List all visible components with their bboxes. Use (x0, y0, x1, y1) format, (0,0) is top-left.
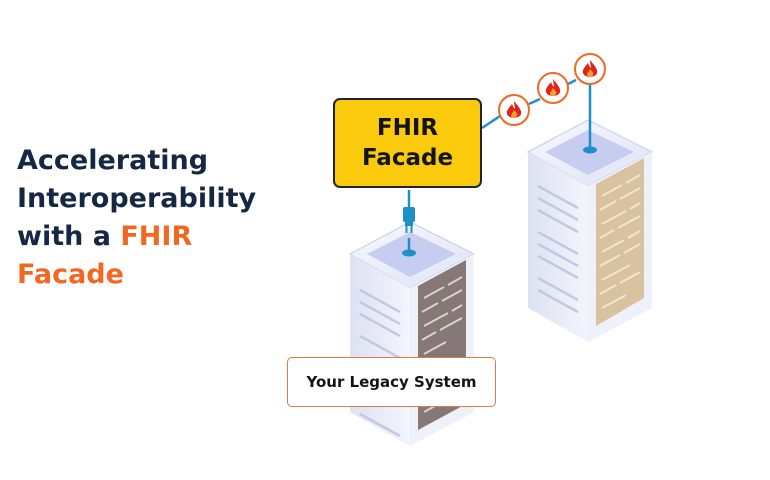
fhir-server-vents (537, 184, 579, 314)
fhir-facade-label-line-2: Facade (361, 145, 454, 171)
fhir-server-bricks (599, 174, 641, 309)
fhir-facade-label: FHIR Facade (333, 98, 482, 188)
legacy-system-label-text: Your Legacy System (306, 373, 477, 391)
headline-line-3-prefix: with a (17, 221, 121, 252)
headline-line-2: Interoperability (17, 183, 257, 214)
legacy-server-vents (359, 288, 401, 438)
fire-icon (574, 53, 606, 85)
legacy-system-label: Your Legacy System (287, 357, 496, 407)
headline: Accelerating Interoperability with a FHI… (17, 142, 256, 294)
fire-icon (498, 94, 530, 126)
headline-line-3: with a FHIR (17, 218, 256, 256)
headline-line-1: Accelerating (17, 145, 209, 176)
connectors (402, 78, 597, 257)
fhir-facade-label-line-1: FHIR (376, 115, 439, 141)
headline-accent-fhir: FHIR (120, 221, 193, 252)
headline-accent-facade: Facade (17, 259, 124, 290)
fire-icon (537, 72, 569, 104)
legacy-server-bricks (421, 276, 463, 413)
plug-icon (403, 207, 415, 233)
